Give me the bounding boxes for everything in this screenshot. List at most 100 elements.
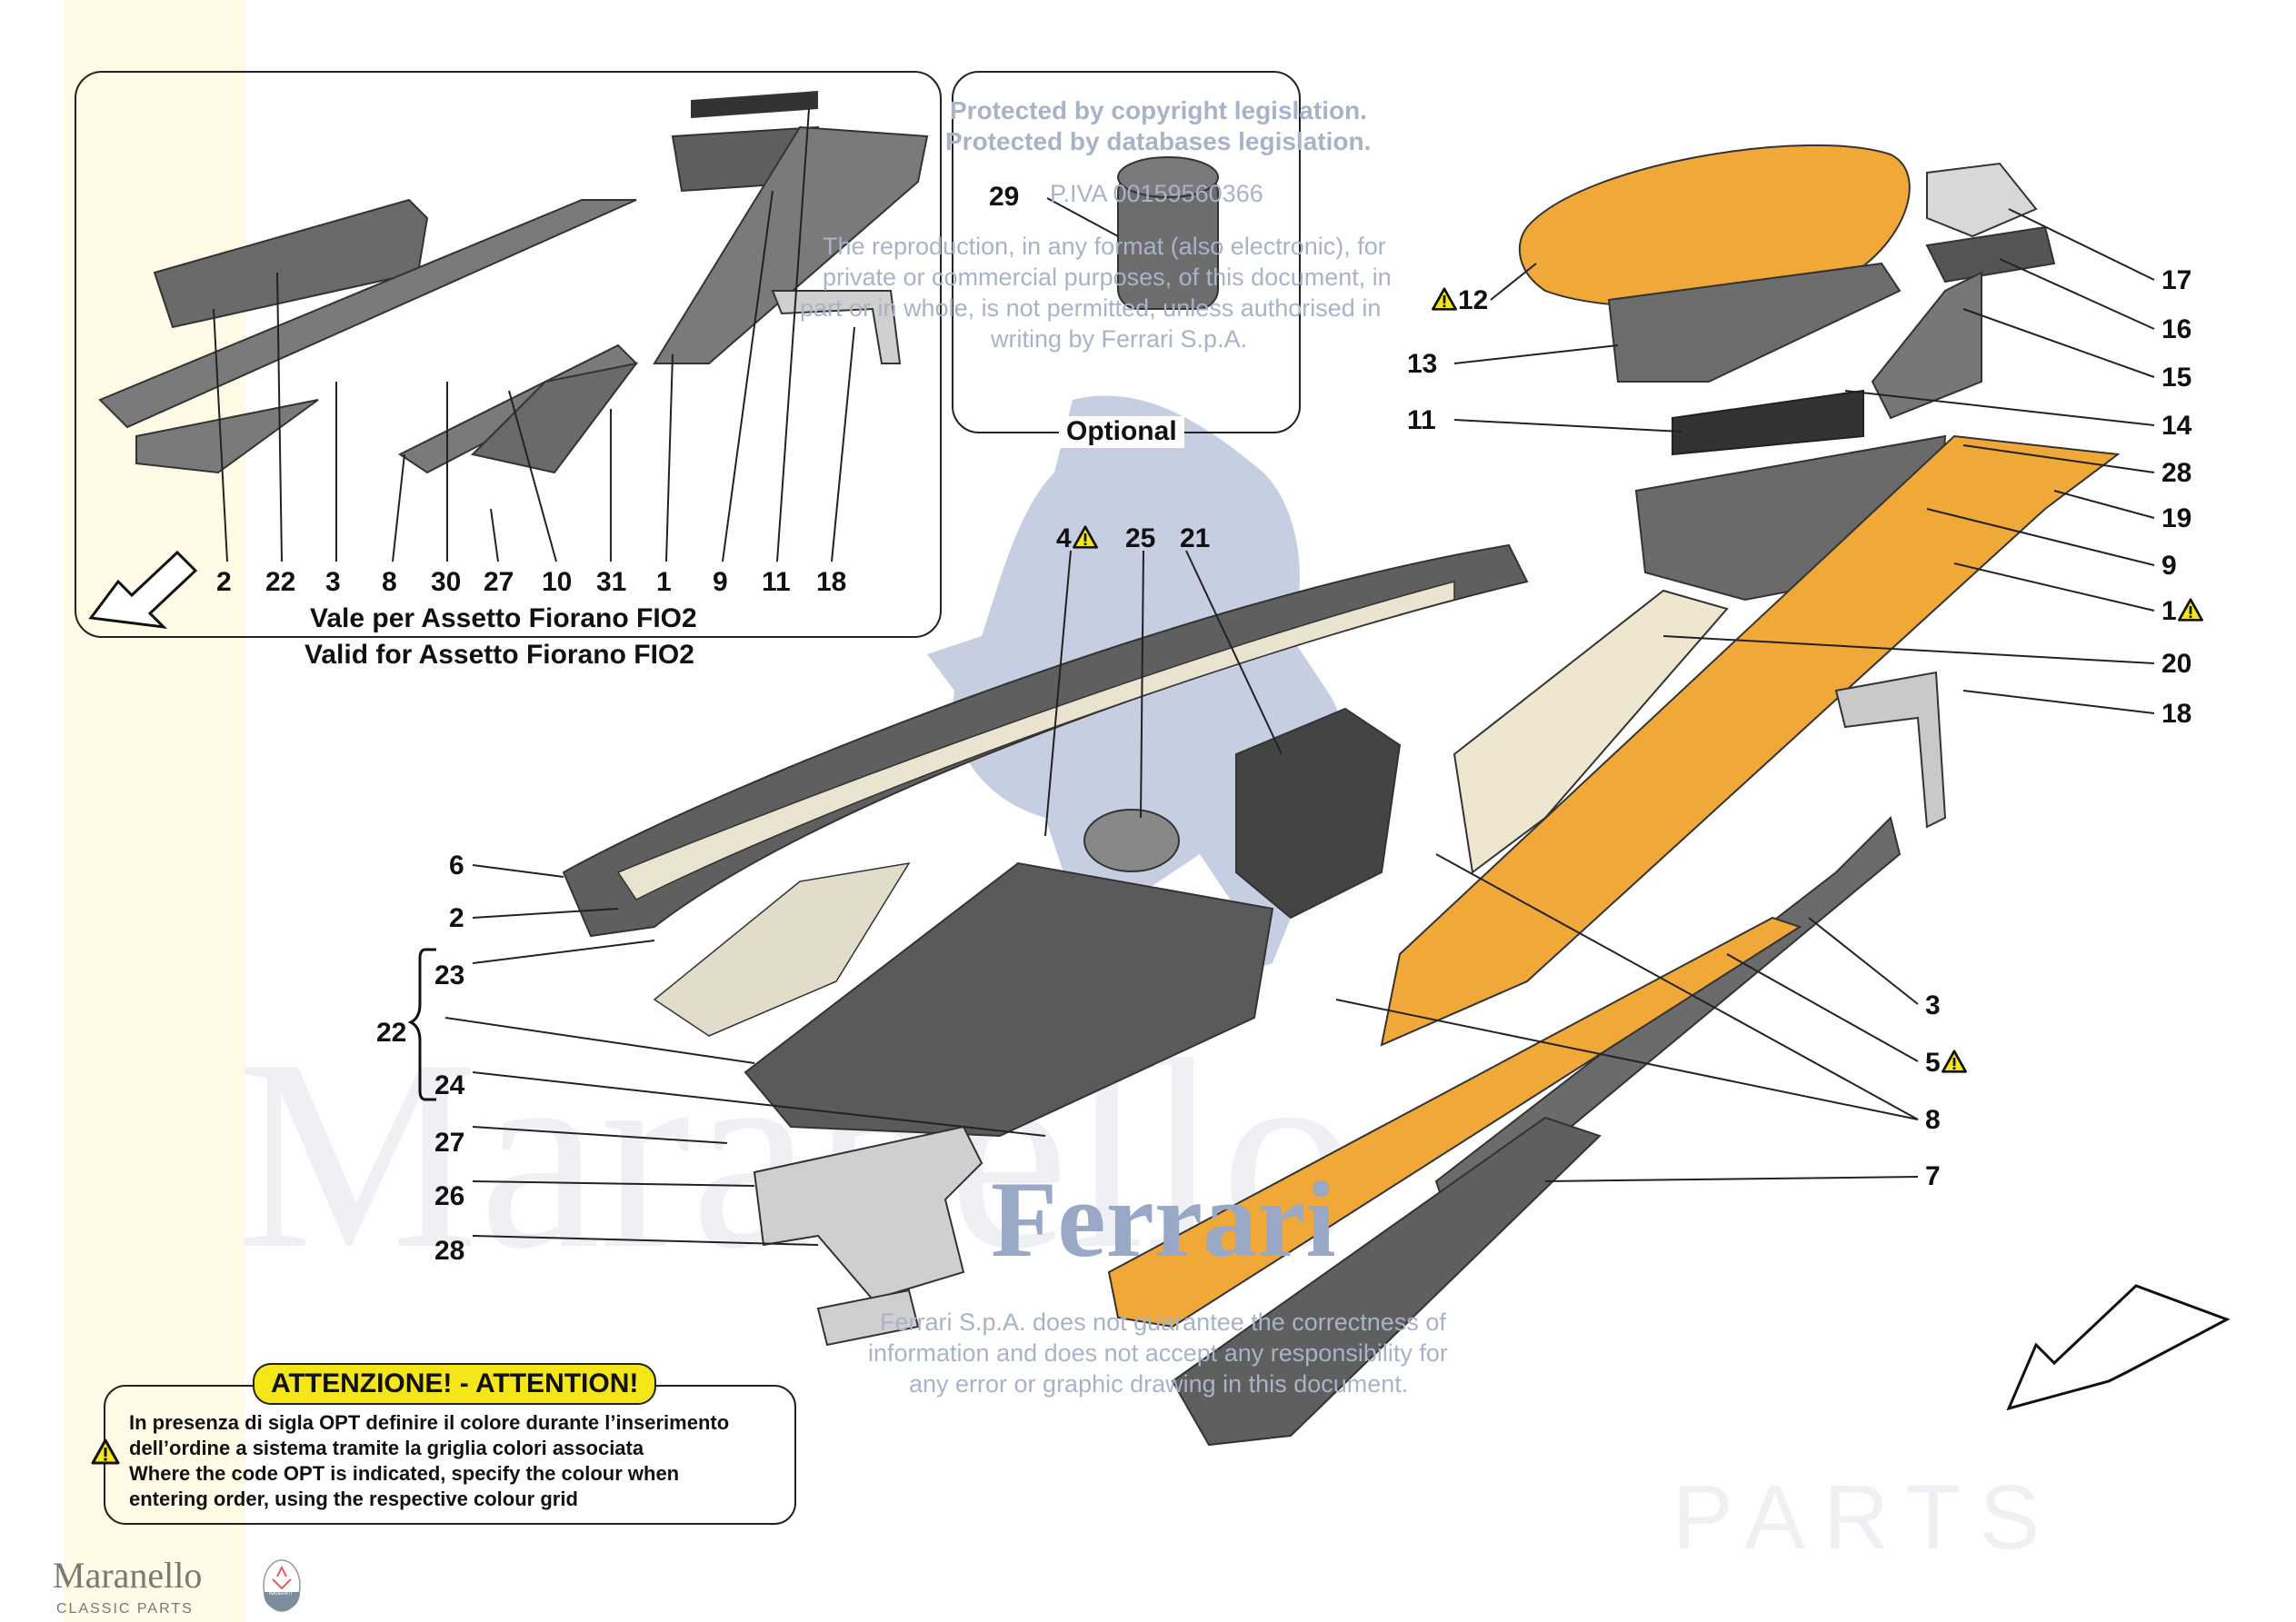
inset-callout-1: 1 xyxy=(656,567,672,597)
callout-28: 28 xyxy=(2161,460,2191,487)
callout-18: 18 xyxy=(2161,701,2191,728)
warning-icon xyxy=(1941,1050,1967,1073)
piva-number: P.IVA 00159560366 xyxy=(1050,180,1263,207)
leader-lines xyxy=(213,108,2155,1246)
warning-icon xyxy=(2177,598,2203,622)
inset-callout-27: 27 xyxy=(484,567,514,597)
inset-caption-it: Vale per Assetto Fiorano FIO2 xyxy=(304,603,703,635)
lower-bracket-part xyxy=(753,1125,983,1347)
warning-icon-wrap xyxy=(1941,1048,1968,1078)
callout-number: 6 xyxy=(449,851,464,881)
callout-11: 11 xyxy=(1407,407,1436,434)
callout-16: 16 xyxy=(2161,316,2191,343)
callout-number: 1 xyxy=(2161,596,2177,626)
disclaimer-line: any error or graphic drawing in this doc… xyxy=(909,1370,1409,1398)
callout-number: 9 xyxy=(2161,551,2177,581)
central-tunnel-part xyxy=(1380,434,2121,1047)
inset-callout-31: 31 xyxy=(596,567,627,597)
callout-number: 12 xyxy=(1458,285,1489,315)
warning-icon-wrap xyxy=(2177,596,2204,626)
disclaimer-line: Ferrari S.p.A. does not guarantee the co… xyxy=(880,1309,1446,1336)
callout-12: 12 xyxy=(1431,287,1488,314)
callout-5: 5 xyxy=(1925,1050,1968,1077)
console-frame-part xyxy=(562,543,1529,938)
inset-callout-11: 11 xyxy=(762,567,791,597)
callout-number: 17 xyxy=(2161,265,2192,295)
callout-number: 20 xyxy=(2161,649,2192,679)
callout-8: 8 xyxy=(1925,1107,1941,1134)
callout-number: 3 xyxy=(1925,990,1941,1020)
inset-callout-22: 22 xyxy=(265,567,296,597)
callout-21: 21 xyxy=(1180,525,1210,552)
callout-number: 16 xyxy=(2161,314,2192,344)
direction-arrow-main xyxy=(2006,1284,2231,1411)
reproduction-line: The reproduction, in any format (also el… xyxy=(823,233,1386,260)
inset-parts xyxy=(98,91,929,474)
callout-24: 24 xyxy=(434,1072,464,1100)
warning-icon xyxy=(91,1438,120,1465)
inset-callout-3: 3 xyxy=(325,567,341,597)
callout-13: 13 xyxy=(1407,351,1437,378)
maranello-logo: Maranello xyxy=(53,1555,203,1596)
warning-icon-wrap xyxy=(1072,523,1099,553)
callout-number: 8 xyxy=(1925,1105,1941,1135)
side-cover-part xyxy=(1107,816,1902,1447)
callout-6: 6 xyxy=(449,852,464,880)
attention-line-3: Where the code OPT is indicated, specify… xyxy=(129,1462,680,1485)
copyright-notice-1: Protected by copyright legislation. xyxy=(950,96,1367,124)
callout-25: 25 xyxy=(1125,525,1155,552)
callout-number: 5 xyxy=(1925,1048,1941,1078)
callout-23: 23 xyxy=(434,962,464,990)
callout-number: 25 xyxy=(1125,523,1156,553)
maranello-logo-subtitle: CLASSIC PARTS xyxy=(56,1601,194,1617)
callout-number: 28 xyxy=(2161,458,2192,488)
group-bracket xyxy=(407,948,436,1101)
callout-number: 22 xyxy=(376,1018,407,1048)
hinge-assembly-part xyxy=(1871,162,2056,420)
callout-28: 28 xyxy=(434,1238,464,1265)
callout-15: 15 xyxy=(2161,364,2191,392)
callout-27: 27 xyxy=(434,1129,464,1157)
callout-2: 2 xyxy=(449,905,464,932)
callout-number: 24 xyxy=(434,1070,465,1100)
optional-caption: Optional xyxy=(1059,416,1184,448)
callout-number: 27 xyxy=(434,1128,465,1158)
callout-19: 19 xyxy=(2161,505,2191,532)
attention-line-1: In presenza di sigla OPT definire il col… xyxy=(129,1411,730,1434)
callout-number: 19 xyxy=(2161,503,2192,533)
callout-14: 14 xyxy=(2161,413,2191,440)
ferrari-wordmark-watermark: Ferrari xyxy=(991,1159,1336,1279)
inset-callout-8: 8 xyxy=(382,567,397,597)
callout-29: 29 xyxy=(989,182,1020,212)
maserati-badge-text: MASERATI xyxy=(269,1591,293,1597)
callout-number: 4 xyxy=(1056,523,1072,553)
callout-9: 9 xyxy=(2161,552,2177,580)
warning-icon xyxy=(1072,525,1098,549)
warning-icon xyxy=(1432,287,1457,311)
reproduction-line: writing by Ferrari S.p.A. xyxy=(991,325,1248,353)
cup-holder-part xyxy=(653,707,1402,1138)
inset-fio2-box xyxy=(75,71,942,638)
copyright-notice-2: Protected by databases legislation. xyxy=(945,127,1372,155)
callout-number: 18 xyxy=(2161,699,2192,729)
callout-3: 3 xyxy=(1925,992,1941,1020)
callout-20: 20 xyxy=(2161,651,2191,678)
right-bracket-part xyxy=(1834,671,1947,829)
inset-callout-2: 2 xyxy=(216,567,232,597)
inset-caption-en: Valid for Assetto Fiorano FIO2 xyxy=(304,640,694,670)
inset-callout-18: 18 xyxy=(816,567,847,597)
inset-callout-9: 9 xyxy=(713,567,728,597)
attention-line-4: entering order, using the respective col… xyxy=(129,1488,578,1510)
callout-number: 15 xyxy=(2161,363,2192,393)
reproduction-line: private or commercial purposes, of this … xyxy=(823,264,1392,291)
callout-17: 17 xyxy=(2161,267,2191,294)
callout-1: 1 xyxy=(2161,598,2204,625)
reproduction-line: part or in whole, is not permitted, unle… xyxy=(800,294,1382,322)
callout-number: 23 xyxy=(434,960,465,990)
callout-number: 21 xyxy=(1180,523,1211,553)
callout-number: 7 xyxy=(1925,1161,1941,1191)
disclaimer-line: information and does not accept any resp… xyxy=(868,1339,1448,1367)
inset-callout-30: 30 xyxy=(431,567,462,597)
callout-number: 13 xyxy=(1407,349,1438,379)
